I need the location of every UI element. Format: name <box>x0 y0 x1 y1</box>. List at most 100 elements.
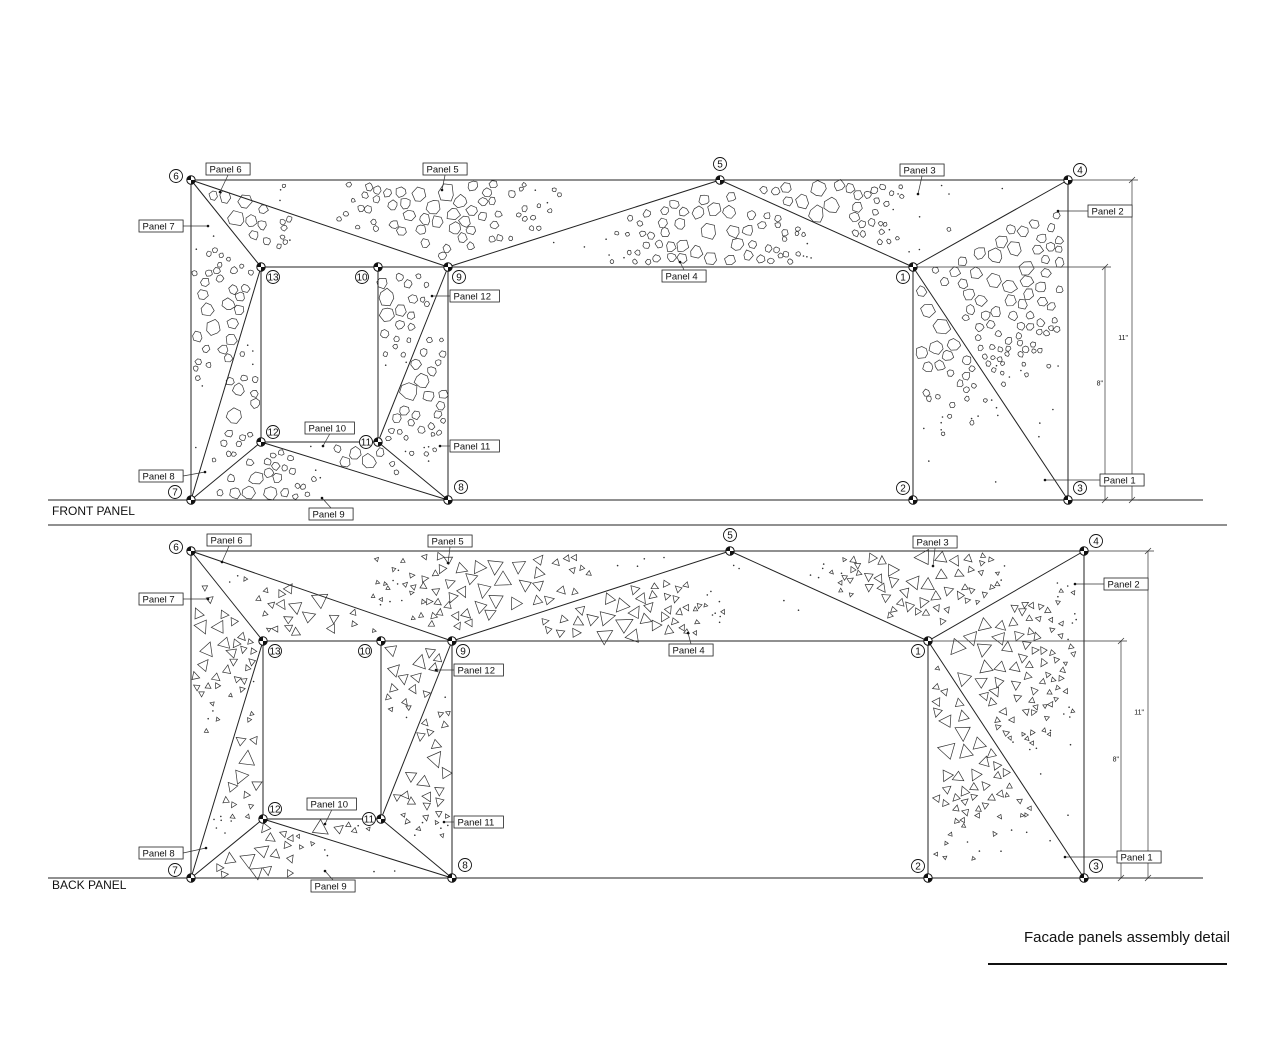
perforation-dot <box>888 228 891 231</box>
perforation <box>933 550 948 563</box>
perforation <box>409 672 422 684</box>
perforation-dot <box>928 460 930 462</box>
perforation <box>1015 331 1023 340</box>
panel-label-11: Panel 11 <box>442 815 504 829</box>
perforation-dot <box>1069 743 1072 746</box>
perforation <box>692 605 699 612</box>
node-10: 10 <box>358 636 386 658</box>
perforation <box>456 585 467 599</box>
perforation <box>863 190 872 199</box>
perforation <box>850 565 857 574</box>
perforation <box>1008 616 1019 627</box>
perforation <box>288 467 296 476</box>
perforation-dot <box>1012 741 1014 743</box>
perforation <box>400 812 406 818</box>
perforation <box>376 277 388 290</box>
perforation <box>432 447 437 453</box>
perforation <box>994 716 1002 723</box>
perforation <box>1006 782 1013 789</box>
perforation <box>193 619 207 635</box>
node-number-circle <box>169 169 183 183</box>
perforation <box>634 592 646 605</box>
perforation <box>235 736 247 747</box>
perforation <box>1047 616 1054 624</box>
panel-label-4: Panel 4 <box>661 260 707 283</box>
perforation <box>838 587 844 593</box>
perforation-dot <box>201 385 204 387</box>
panel-leader-dot <box>218 190 222 194</box>
perforation <box>423 300 431 307</box>
node-marker-fill <box>447 636 452 641</box>
perforation <box>508 190 516 198</box>
node-number-circle <box>1089 534 1103 548</box>
perforation <box>216 636 231 649</box>
perforation <box>960 785 971 797</box>
perforation <box>371 628 377 633</box>
perforation <box>231 451 237 457</box>
perforation <box>1054 256 1065 268</box>
perforation <box>964 597 972 605</box>
perforation <box>248 658 257 667</box>
node-4: 4 <box>1079 534 1103 556</box>
perforation <box>1031 646 1040 655</box>
frame-edge <box>190 179 449 268</box>
perforation <box>946 227 952 232</box>
perforation <box>895 597 905 607</box>
perforation <box>349 445 362 460</box>
perforation <box>1036 347 1043 354</box>
perforation <box>899 193 905 199</box>
perforation <box>1000 381 1006 388</box>
perforation <box>1055 285 1064 293</box>
frame-edge <box>190 179 262 268</box>
perforation-dot <box>310 445 312 448</box>
perforation <box>1055 235 1064 245</box>
panel-label-8: Panel 8 <box>138 846 208 860</box>
perforation-dot <box>393 870 396 872</box>
perforation-dot <box>252 363 254 366</box>
panel-label-text: Panel 7 <box>143 595 175 606</box>
node-number-circle <box>456 644 470 658</box>
node-number: 6 <box>173 172 179 183</box>
perforation <box>730 238 745 251</box>
perforation <box>364 182 374 192</box>
perforation-dot <box>405 361 408 364</box>
perforation <box>431 215 444 228</box>
panel-label-text: Panel 12 <box>458 666 496 677</box>
perforation-dot <box>1029 748 1031 751</box>
perforation-dot <box>1067 814 1069 816</box>
perforation <box>280 488 289 498</box>
perforation <box>225 334 238 346</box>
perforation <box>419 581 428 589</box>
perforation <box>1010 680 1022 692</box>
perforation <box>1070 590 1076 596</box>
node-number-circle <box>266 270 280 284</box>
perforation <box>466 241 475 250</box>
node-number: 2 <box>915 862 921 873</box>
perforation <box>528 225 535 231</box>
perforation <box>434 787 445 797</box>
perforation <box>200 277 210 287</box>
perforation <box>251 781 263 792</box>
perforation <box>570 553 577 562</box>
perforation-dot <box>212 710 214 712</box>
perforation-dot <box>228 581 231 583</box>
perforation-dot <box>918 248 921 251</box>
perforation <box>378 307 395 322</box>
node-marker-fill <box>730 551 735 556</box>
perforation-dot <box>908 251 910 253</box>
node-marker-fill <box>256 262 261 267</box>
perforation <box>987 247 1003 264</box>
panel-leader-dot <box>916 192 920 196</box>
perforation-dot <box>326 854 329 857</box>
perforation <box>846 577 854 585</box>
perforation <box>285 854 294 864</box>
perforation <box>465 204 478 216</box>
node-marker-fill <box>186 175 191 180</box>
perforation-dot <box>1039 422 1041 424</box>
perforation <box>400 351 406 358</box>
node-11: 11 <box>359 435 383 449</box>
perforation <box>217 344 229 355</box>
frame-edge <box>190 818 264 879</box>
perforation <box>433 597 442 606</box>
